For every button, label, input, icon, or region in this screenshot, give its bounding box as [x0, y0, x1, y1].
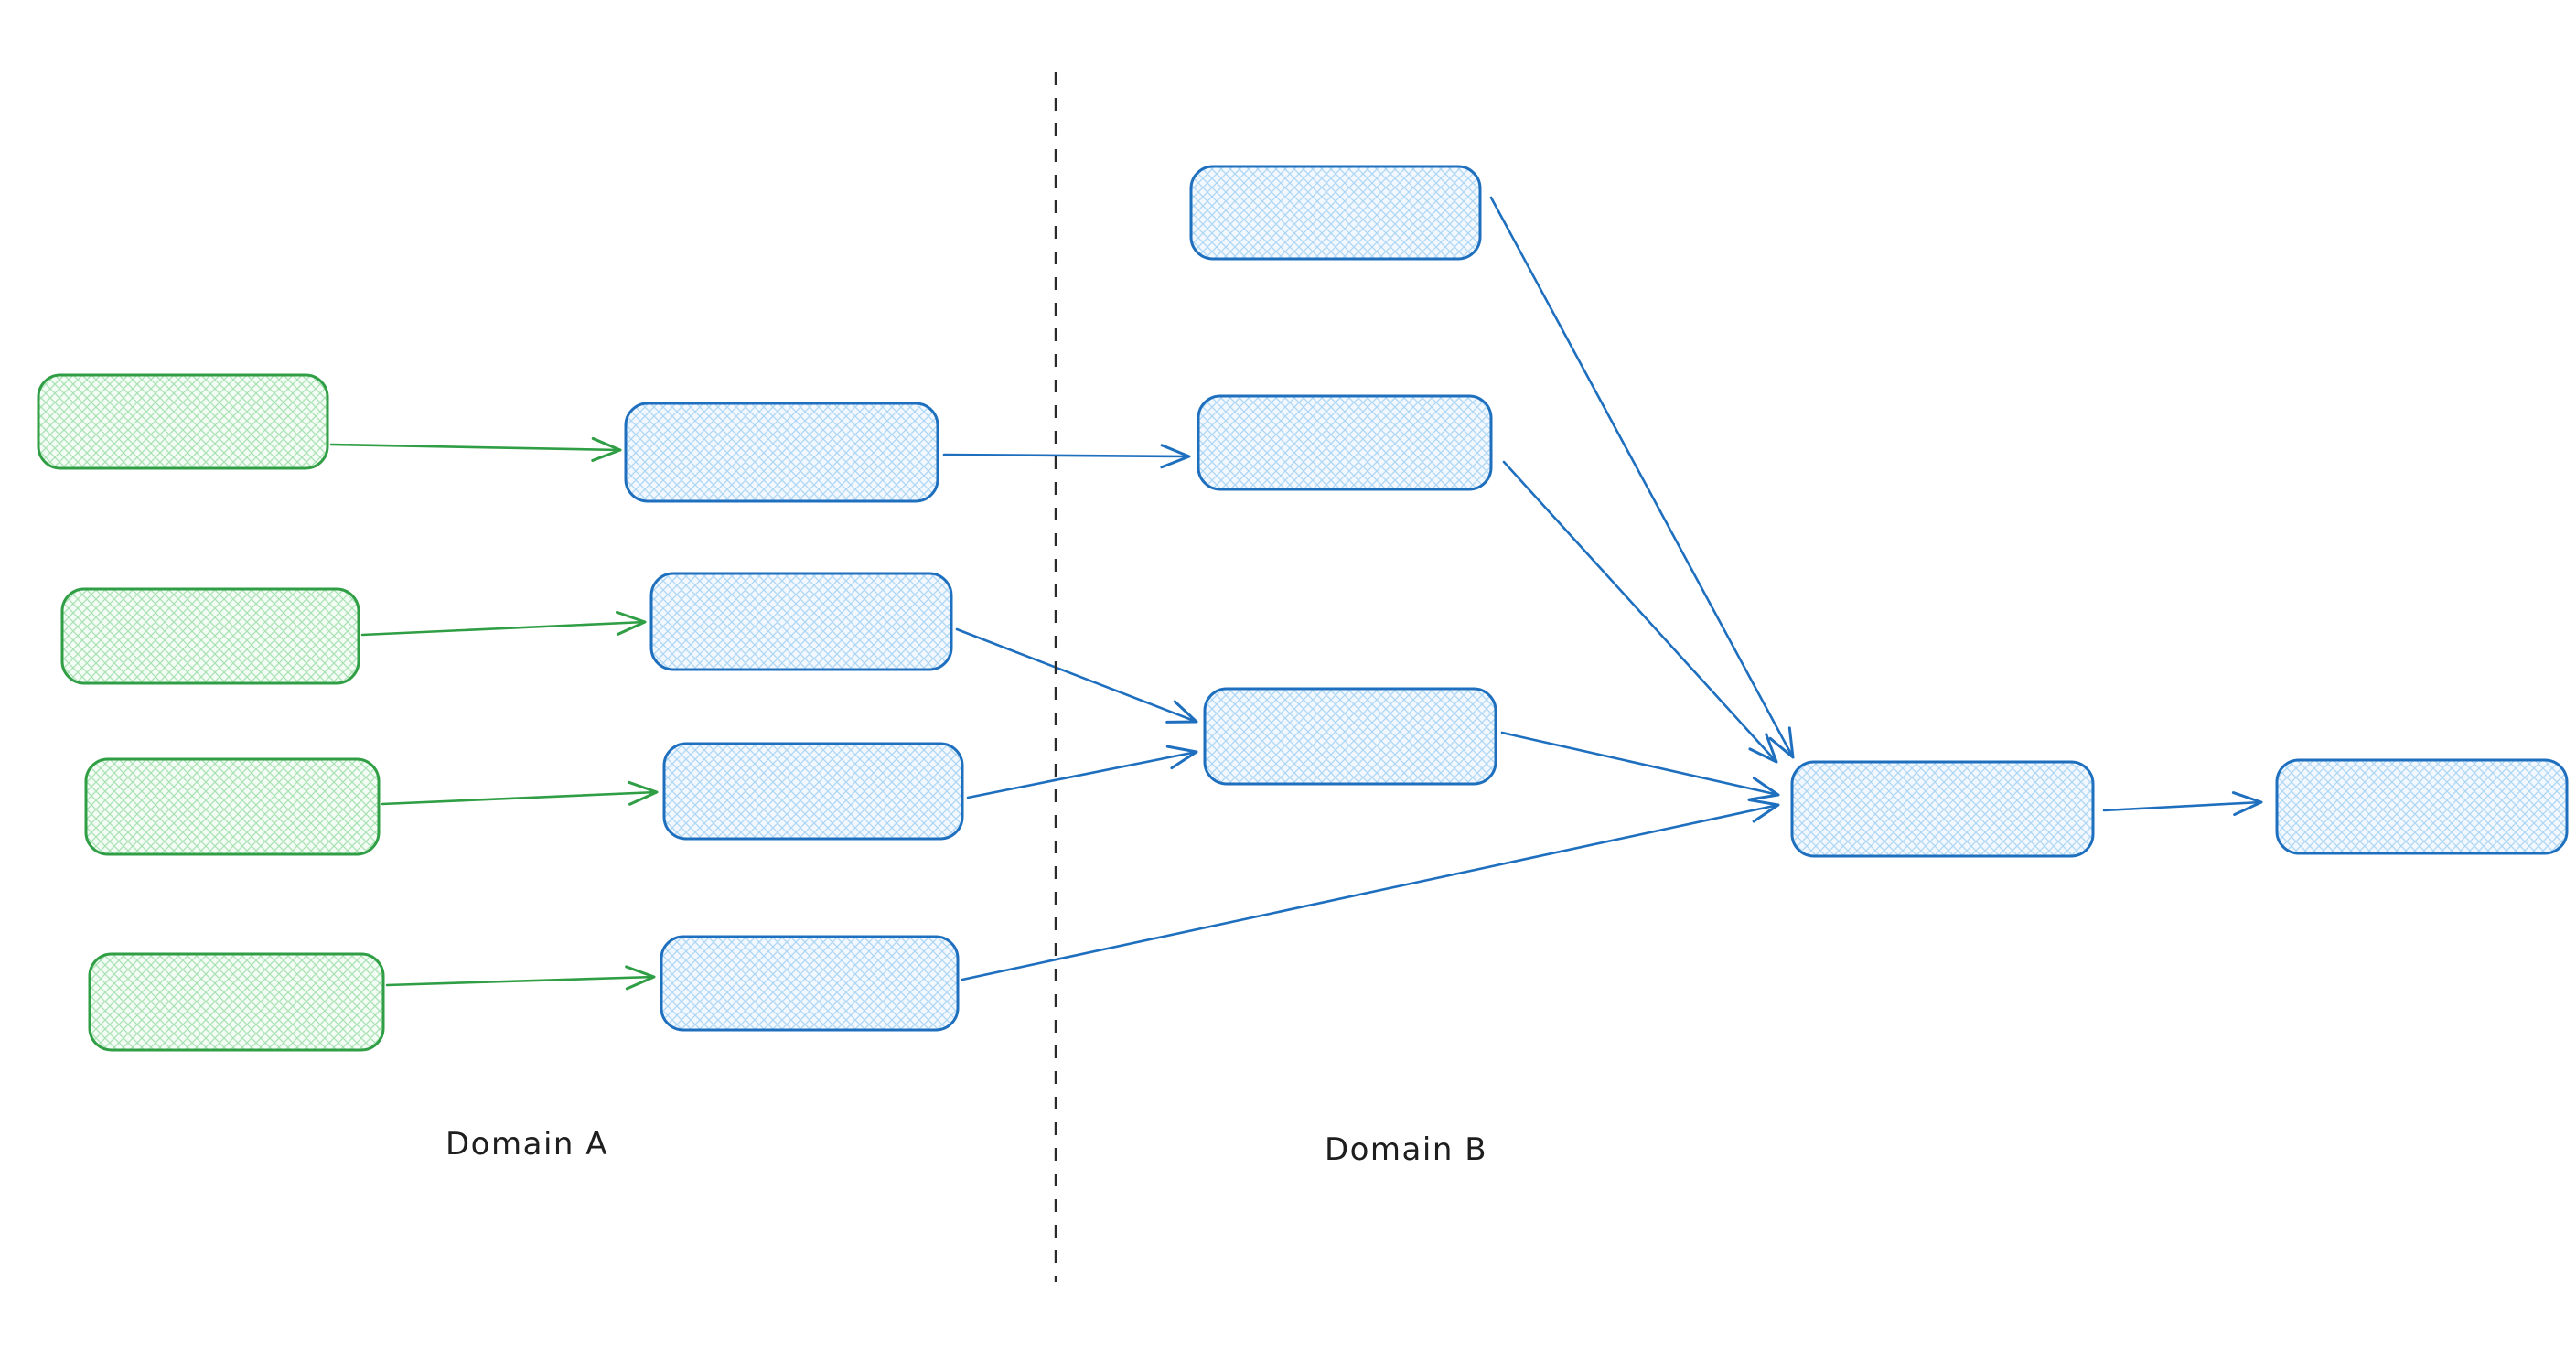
edge-arrow-b-hub__b-output[interactable]: [2102, 791, 2263, 817]
edge-arrow-a-node-3__b-node-3[interactable]: [966, 745, 1198, 799]
node-a-node-4[interactable]: [660, 935, 960, 1032]
edge-arrow-a-node-2__b-node-3[interactable]: [955, 627, 1198, 724]
node-b-node-2[interactable]: [1197, 394, 1493, 491]
edge-arrow-a-source-4__a-node-4[interactable]: [385, 965, 656, 991]
node-b-node-3[interactable]: [1203, 687, 1497, 786]
edge-arrow-a-node-1__b-node-2[interactable]: [942, 444, 1191, 469]
edge-arrow-a-source-3__a-node-3[interactable]: [381, 780, 659, 806]
labels-layer: Domain A Domain B: [445, 1126, 1487, 1168]
edge-arrow-b-node-1__b-hub[interactable]: [1489, 196, 1795, 759]
edge-arrow-a-source-2__a-node-2[interactable]: [360, 610, 647, 637]
label-domain-a: Domain A: [445, 1126, 608, 1163]
node-b-output[interactable]: [2275, 758, 2569, 855]
node-b-hub[interactable]: [1790, 760, 2095, 858]
node-a-source-1[interactable]: [37, 373, 329, 470]
node-a-source-2[interactable]: [60, 587, 360, 685]
edge-arrow-b-node-3__b-hub[interactable]: [1500, 731, 1780, 801]
label-domain-b: Domain B: [1325, 1131, 1487, 1168]
edges-layer: [329, 196, 2263, 991]
node-a-node-2[interactable]: [649, 572, 953, 671]
edge-arrow-a-source-1__a-node-1[interactable]: [329, 436, 622, 462]
node-a-node-3[interactable]: [662, 742, 964, 841]
nodes-layer: [37, 165, 2569, 1052]
edge-arrow-a-node-4__b-hub[interactable]: [961, 799, 1780, 981]
node-a-source-4[interactable]: [88, 952, 385, 1052]
node-a-node-1[interactable]: [624, 402, 939, 503]
node-b-node-1[interactable]: [1189, 165, 1482, 261]
edge-arrow-b-node-2__b-hub[interactable]: [1502, 460, 1778, 764]
node-a-source-3[interactable]: [84, 757, 381, 856]
